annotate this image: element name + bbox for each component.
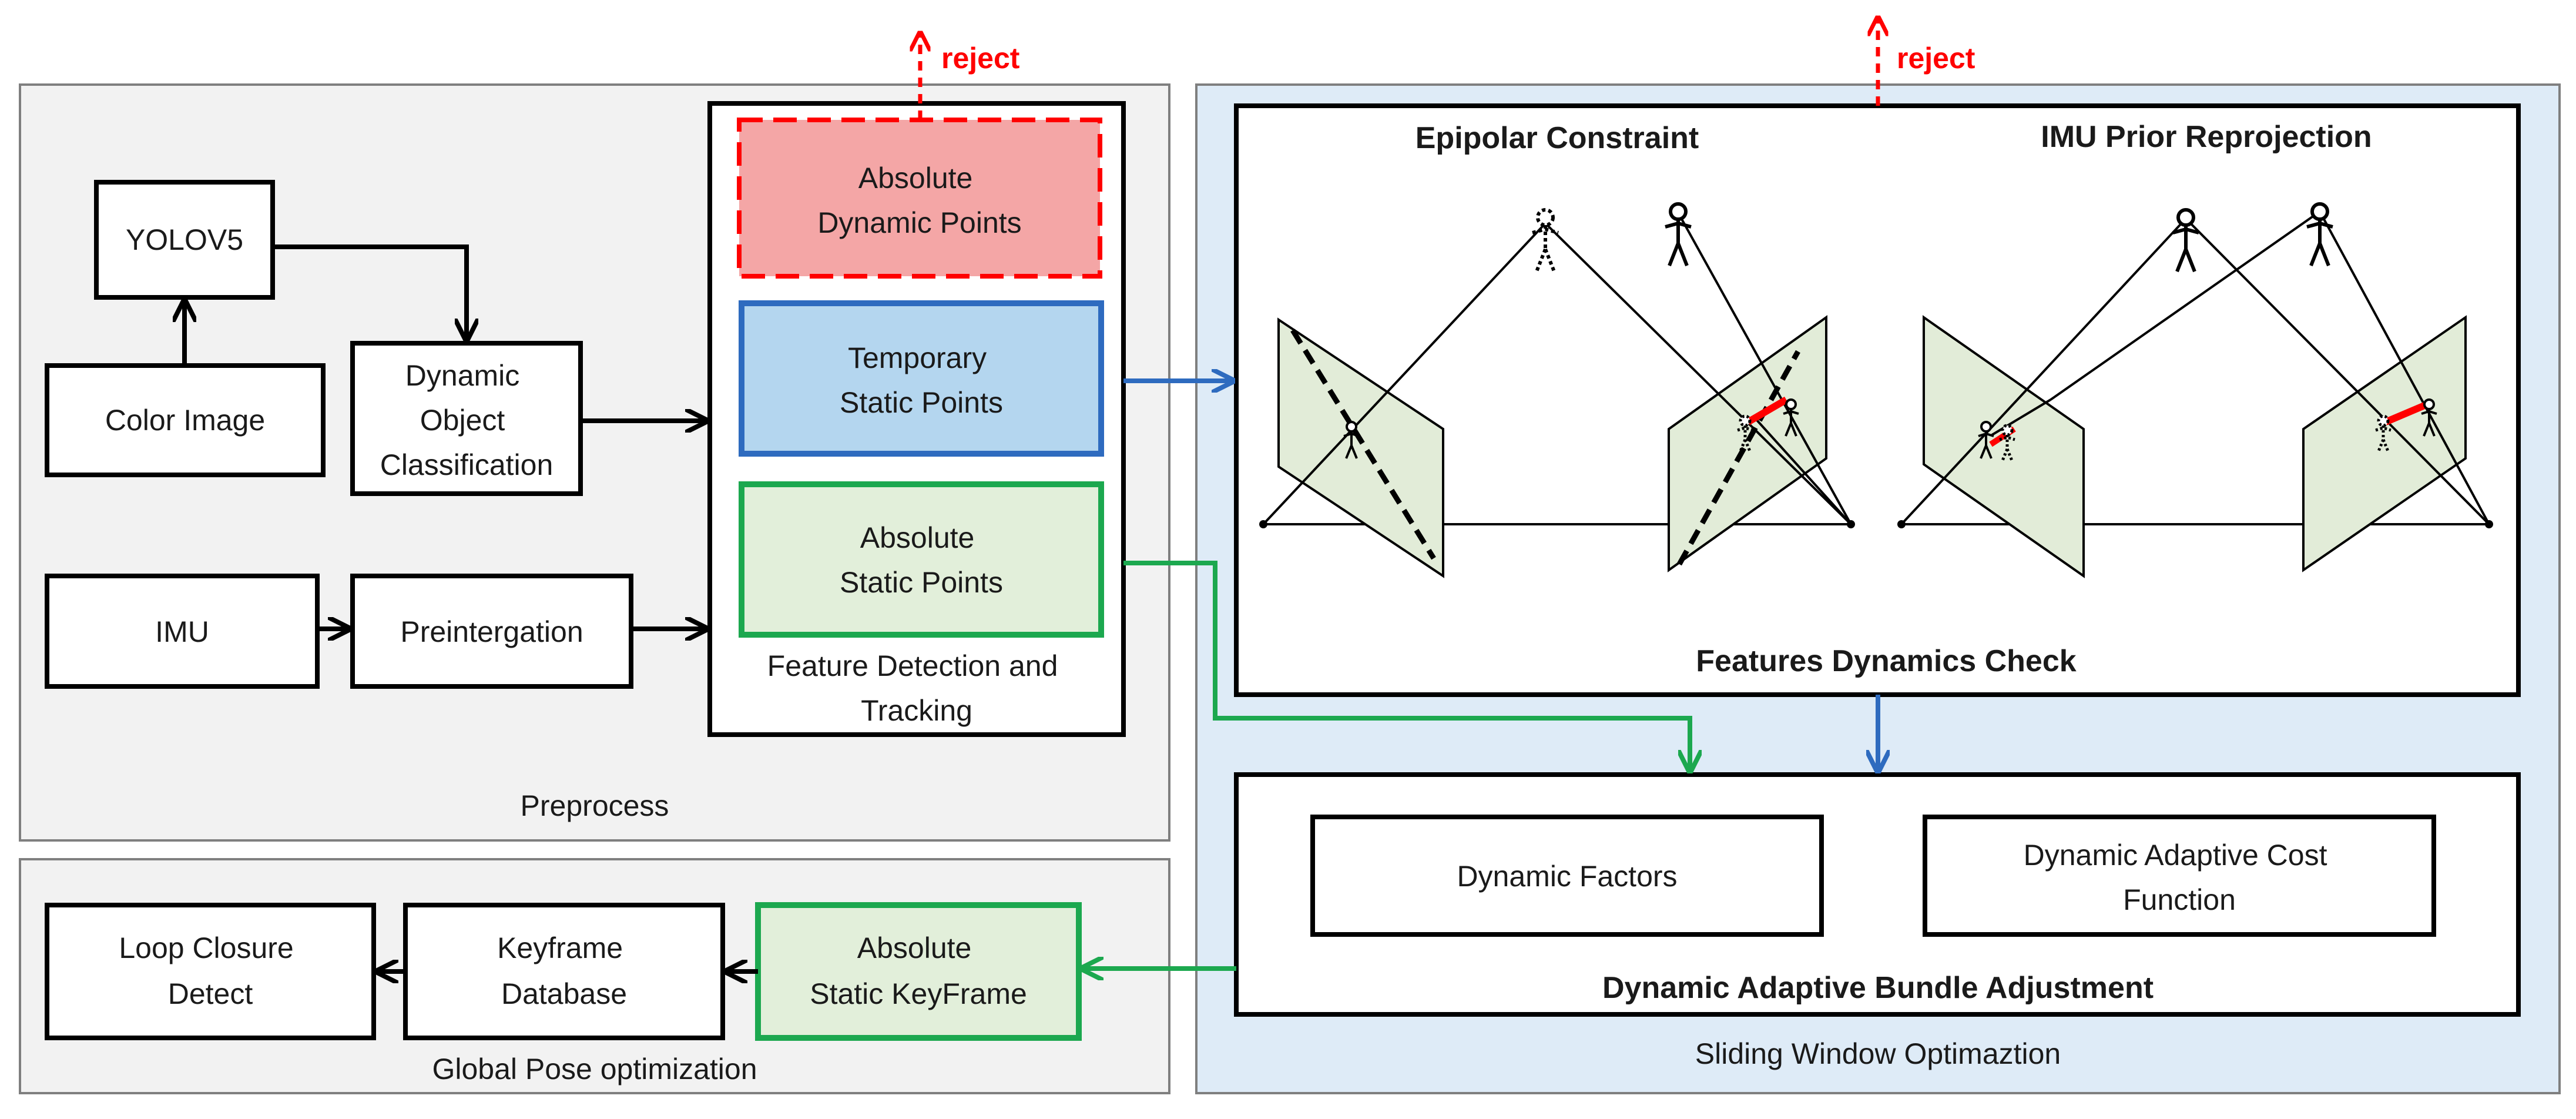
preintegration-label: Preintergation (400, 615, 583, 648)
arrow-yolo-to-dynobj (273, 244, 467, 340)
dynamic-factors-label: Dynamic Factors (1457, 860, 1677, 893)
keyframe-database-label: Keyframe Database (497, 932, 631, 1010)
absolute-static-points-box (739, 481, 1104, 638)
reject-label-check: reject (1897, 42, 1975, 75)
dynamic-object-label: Dynamic Object Classification (380, 359, 554, 481)
dynamic-factors-box (1310, 815, 1824, 937)
adaptive-cost-box (1923, 815, 2436, 937)
yolov5-box (94, 180, 275, 300)
temporary-static-points-box (739, 300, 1104, 457)
imu-prior-illustration (1897, 204, 2493, 578)
color-image-label: Color Image (105, 404, 265, 437)
imu-label: IMU (155, 615, 209, 648)
camera-plane-right (1668, 315, 1827, 572)
imu-box (45, 574, 320, 689)
camera-plane-left (1923, 315, 2085, 578)
loop-closure-box (45, 903, 376, 1040)
adaptive-cost-label: Dynamic Adaptive Cost Function (2024, 839, 2336, 916)
bundle-adjustment-title: Dynamic Adaptive Bundle Adjustment (1602, 971, 2154, 1005)
reject-label-preprocess: reject (941, 42, 1020, 75)
keyframe-database-box (403, 903, 725, 1040)
features-dynamics-check-box (1234, 103, 2521, 697)
absolute-dynamic-points-box (737, 118, 1102, 279)
epipolar-illustration (1259, 204, 1855, 578)
feature-detection-label: Feature Detection and Tracking (767, 649, 1066, 727)
color-image-box (45, 363, 326, 477)
yolov5-label: YOLOV5 (126, 223, 243, 256)
epipolar-constraint-title: Epipolar Constraint (1416, 121, 1699, 155)
preprocess-label: Preprocess (521, 789, 669, 822)
dynamic-object-box (350, 341, 583, 496)
absolute-static-keyframe-label: Absolute Static KeyFrame (810, 932, 1027, 1010)
features-dynamics-check-title: Features Dynamics Check (1696, 644, 2076, 678)
sliding-window-label: Sliding Window Optimaztion (1695, 1037, 2061, 1070)
absolute-static-keyframe-box (755, 902, 1082, 1041)
global-pose-label: Global Pose optimization (432, 1053, 757, 1086)
loop-closure-label: Loop Closure Detect (119, 932, 301, 1010)
temporary-static-points-label: Temporary Static Points (840, 341, 1003, 419)
arrow-abs-static-to-ba (1123, 561, 1690, 771)
imu-prior-reprojection-title: IMU Prior Reprojection (2041, 120, 2372, 154)
absolute-dynamic-points-label: Absolute Dynamic Points (817, 162, 1021, 239)
camera-plane-right (2302, 315, 2467, 572)
absolute-static-points-label: Absolute Static Points (840, 521, 1003, 599)
